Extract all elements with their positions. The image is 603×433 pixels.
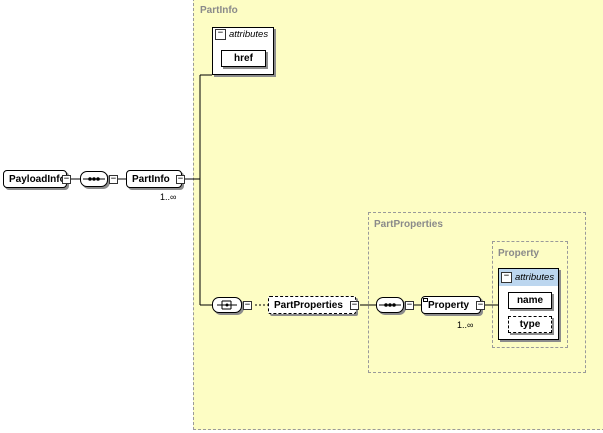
partinfo-region-title: PartInfo [200,5,238,16]
sequence-2-collapse-toggle[interactable]: − [405,300,414,310]
property-attributes-header-label: attributes [515,272,555,283]
attribute-name[interactable]: name [508,292,552,309]
property-multiplicity: 1..∞ [457,320,474,330]
partinfo-collapse-toggle[interactable]: − [176,174,185,184]
attributes-collapse-toggle[interactable]: − [215,29,226,40]
property-collapse-toggle[interactable]: − [476,300,485,310]
attribute-href[interactable]: href [221,50,266,67]
attribute-href-label: href [234,53,253,64]
payloadinfo-collapse-toggle[interactable]: − [62,174,71,184]
property-attributes-collapse-toggle[interactable]: − [501,272,512,283]
attribute-type[interactable]: type [508,316,552,333]
property-type-marker [423,298,428,302]
attribute-type-label: type [519,319,541,330]
partinfo-element[interactable]: PartInfo [126,170,182,188]
choice-compositor[interactable] [212,297,242,313]
partproperties-element[interactable]: PartProperties [268,296,356,314]
partproperties-collapse-toggle[interactable]: − [350,300,359,310]
payloadinfo-element[interactable]: PayloadInfo [3,170,67,188]
sequence-compositor[interactable] [80,171,108,187]
attributes-header-label: attributes [229,29,269,40]
sequence-icon-2 [379,303,401,307]
choice-icon [217,300,237,310]
partproperties-region [368,212,586,373]
partproperties-label: PartProperties [274,299,343,311]
sequence-compositor-2[interactable] [376,297,404,313]
attributes-header: − attributes [215,29,268,40]
property-element[interactable]: Property [421,296,481,314]
attribute-name-label: name [516,295,544,306]
choice-collapse-toggle[interactable]: − [243,300,252,310]
partproperties-region-title: PartProperties [374,219,443,230]
property-attributes-header: − attributes [501,272,554,283]
property-attributes-header-bar [499,269,558,286]
partinfo-label: PartInfo [132,173,170,185]
sequence-collapse-toggle[interactable]: − [109,174,118,184]
property-label: Property [428,299,470,311]
sequence-icon [83,177,105,181]
property-region-title: Property [498,248,540,259]
property-region [492,241,568,348]
partinfo-multiplicity: 1..∞ [160,192,177,202]
payloadinfo-label: PayloadInfo [9,173,66,185]
